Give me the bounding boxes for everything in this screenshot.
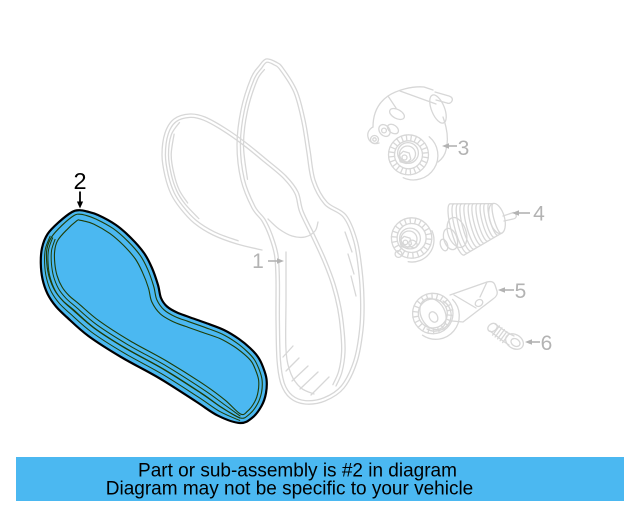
- svg-text:5: 5: [515, 280, 527, 303]
- svg-text:6: 6: [541, 332, 553, 355]
- svg-text:Part or sub-assembly is #2 in: Part or sub-assembly is #2 in diagram: [138, 461, 457, 482]
- svg-text:1: 1: [252, 250, 264, 273]
- svg-text:4: 4: [533, 203, 545, 226]
- svg-text:Diagram may not be specific to: Diagram may not be specific to your vehi…: [106, 479, 474, 500]
- svg-text:3: 3: [458, 137, 470, 160]
- svg-text:2: 2: [73, 168, 86, 194]
